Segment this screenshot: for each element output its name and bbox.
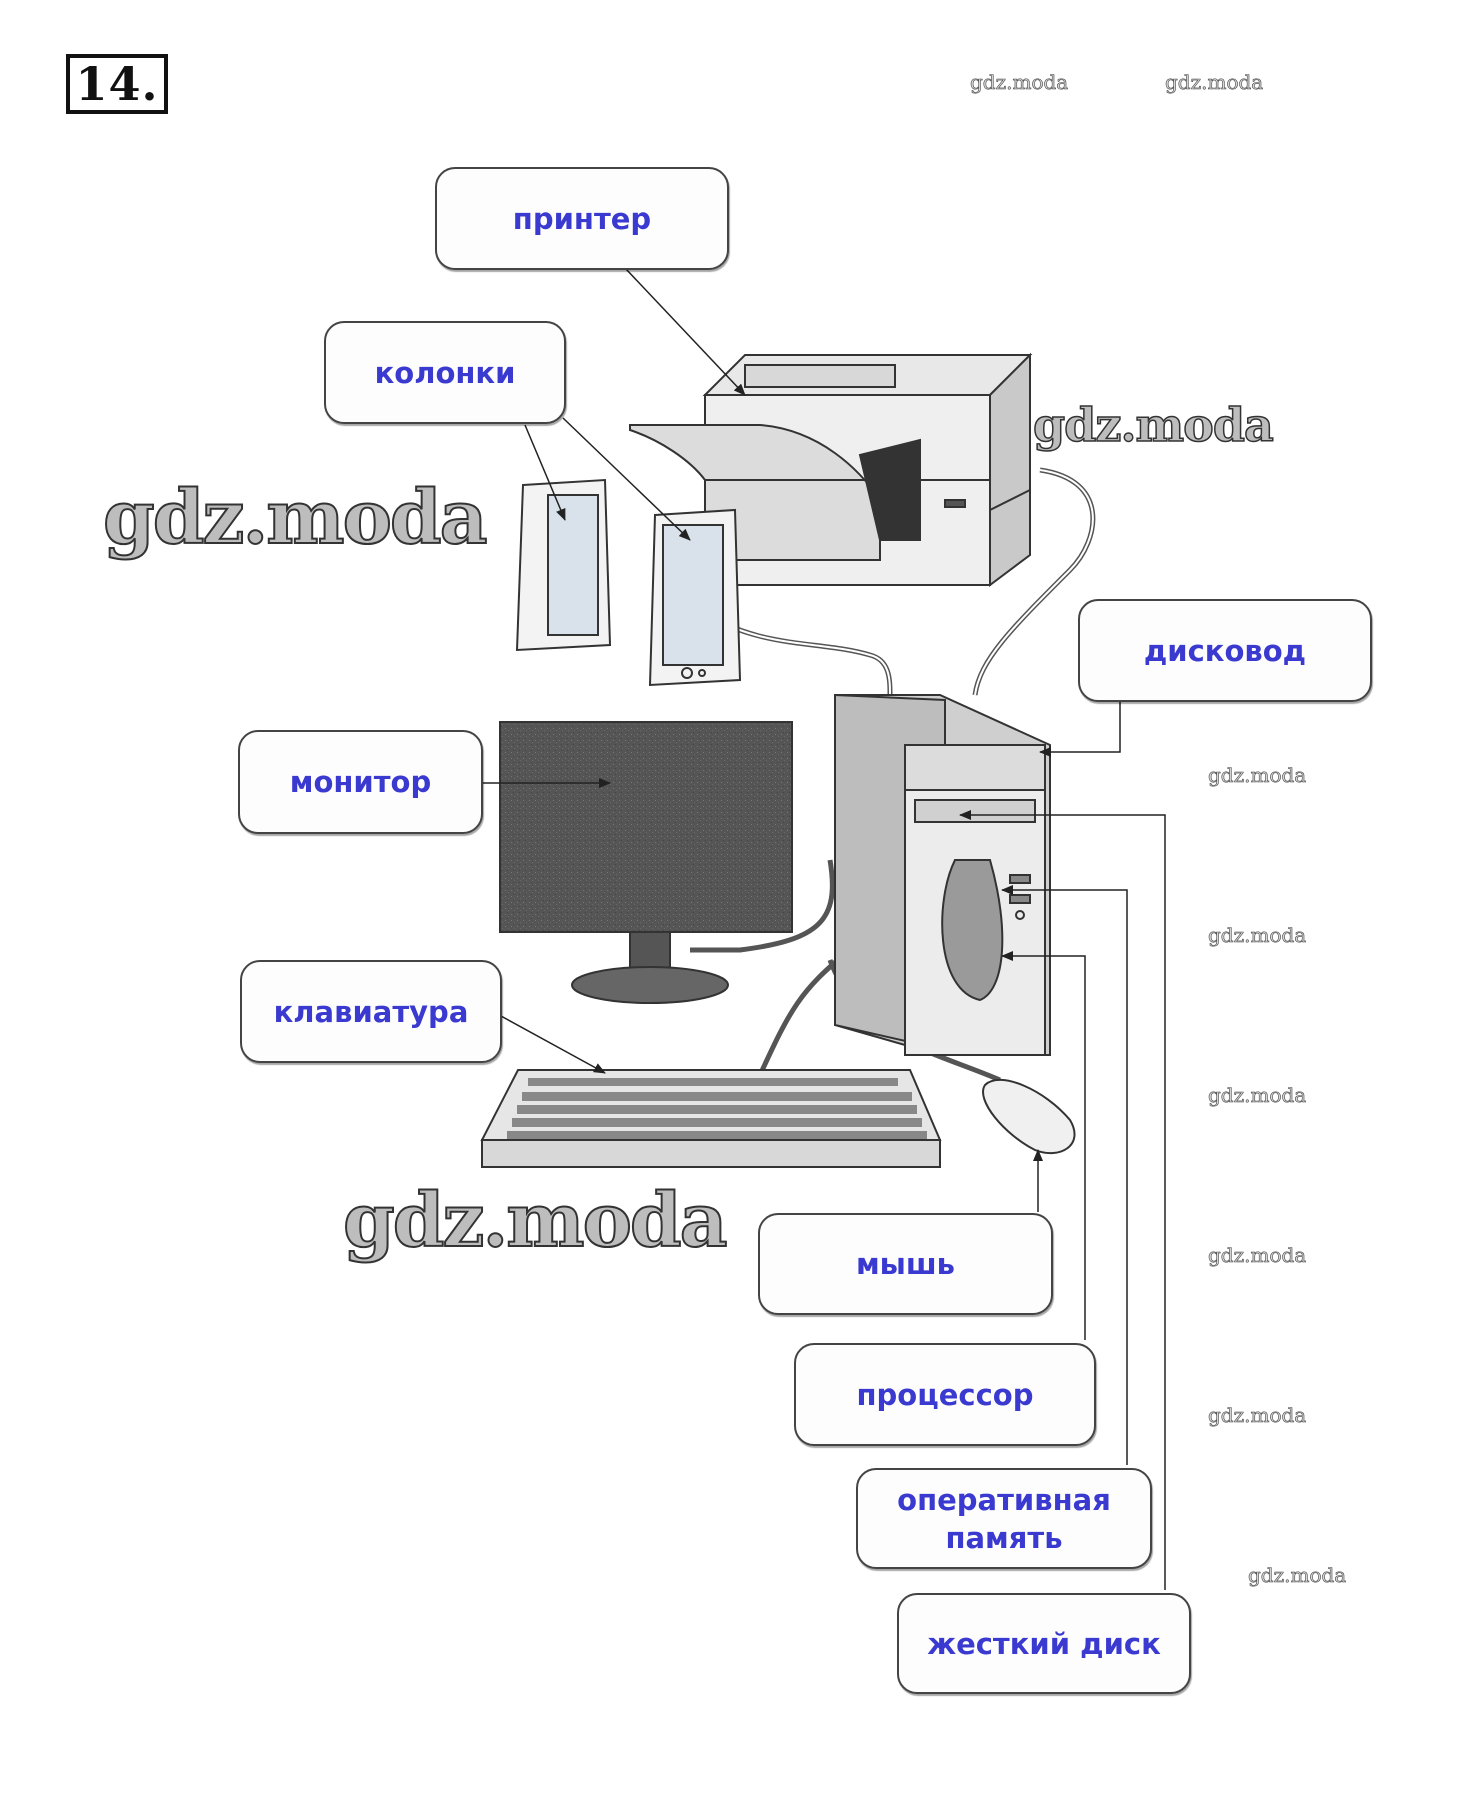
watermark: gdz.moda (1208, 763, 1307, 788)
label-keyboard[interactable]: клавиатура (240, 960, 502, 1063)
callout-lines (482, 267, 1166, 1590)
label-processor[interactable]: процессор (794, 1343, 1096, 1446)
watermark: gdz.moda (1208, 1083, 1307, 1108)
watermark: gdz.moda (1165, 70, 1264, 95)
speaker-right-pointer (562, 417, 691, 541)
monitor-image (499, 721, 793, 1004)
watermark: gdz.moda (102, 474, 489, 562)
label-mouse-text: мышь (855, 1247, 956, 1281)
label-printer-text: принтер (512, 201, 652, 236)
watermark: gdz.moda (1208, 1243, 1307, 1268)
label-speakers[interactable]: колонки (324, 321, 566, 424)
label-keyboard-text: клавиатура (273, 994, 469, 1029)
label-ram-text-line1: оперативная (897, 1482, 1111, 1517)
exercise-number: 14. (66, 54, 168, 114)
keyboard-image (480, 1069, 942, 1168)
label-mouse[interactable]: мышь (758, 1213, 1053, 1315)
watermark: gdz.moda (1032, 397, 1274, 453)
mouse-image (982, 1079, 1076, 1155)
label-hard-disk[interactable]: жесткий диск (897, 1593, 1191, 1694)
label-monitor-text: монитор (289, 765, 432, 799)
keyboard-pointer (489, 1009, 606, 1074)
hard-disk-pointer (959, 810, 1166, 1590)
disk-drive-pointer (1039, 702, 1121, 757)
watermark: gdz.moda (970, 70, 1069, 95)
watermark: gdz.moda (342, 1177, 729, 1265)
label-printer[interactable]: принтер (435, 167, 729, 270)
processor-pointer (1001, 951, 1086, 1340)
printer-pointer (624, 267, 746, 396)
ram-pointer (1001, 885, 1128, 1465)
label-ram[interactable]: оперативная память (856, 1468, 1152, 1569)
label-speakers-text: колонки (374, 355, 516, 390)
label-disk-drive[interactable]: дисковод (1078, 599, 1372, 702)
system-unit-image (834, 693, 1051, 1056)
label-ram-text-line2: память (945, 1520, 1063, 1555)
label-disk-drive-text: дисковод (1143, 633, 1307, 668)
watermark: gdz.moda (1208, 1403, 1307, 1428)
label-monitor[interactable]: монитор (238, 730, 483, 834)
speaker-left-pointer (524, 424, 566, 521)
printer-image (629, 352, 1033, 587)
watermark: gdz.moda (1248, 1563, 1347, 1588)
label-hard-disk-text: жесткий диск (927, 1626, 1161, 1661)
watermark: gdz.moda (1208, 923, 1307, 948)
speakers-image (515, 478, 742, 687)
label-processor-text: процессор (856, 1377, 1034, 1412)
